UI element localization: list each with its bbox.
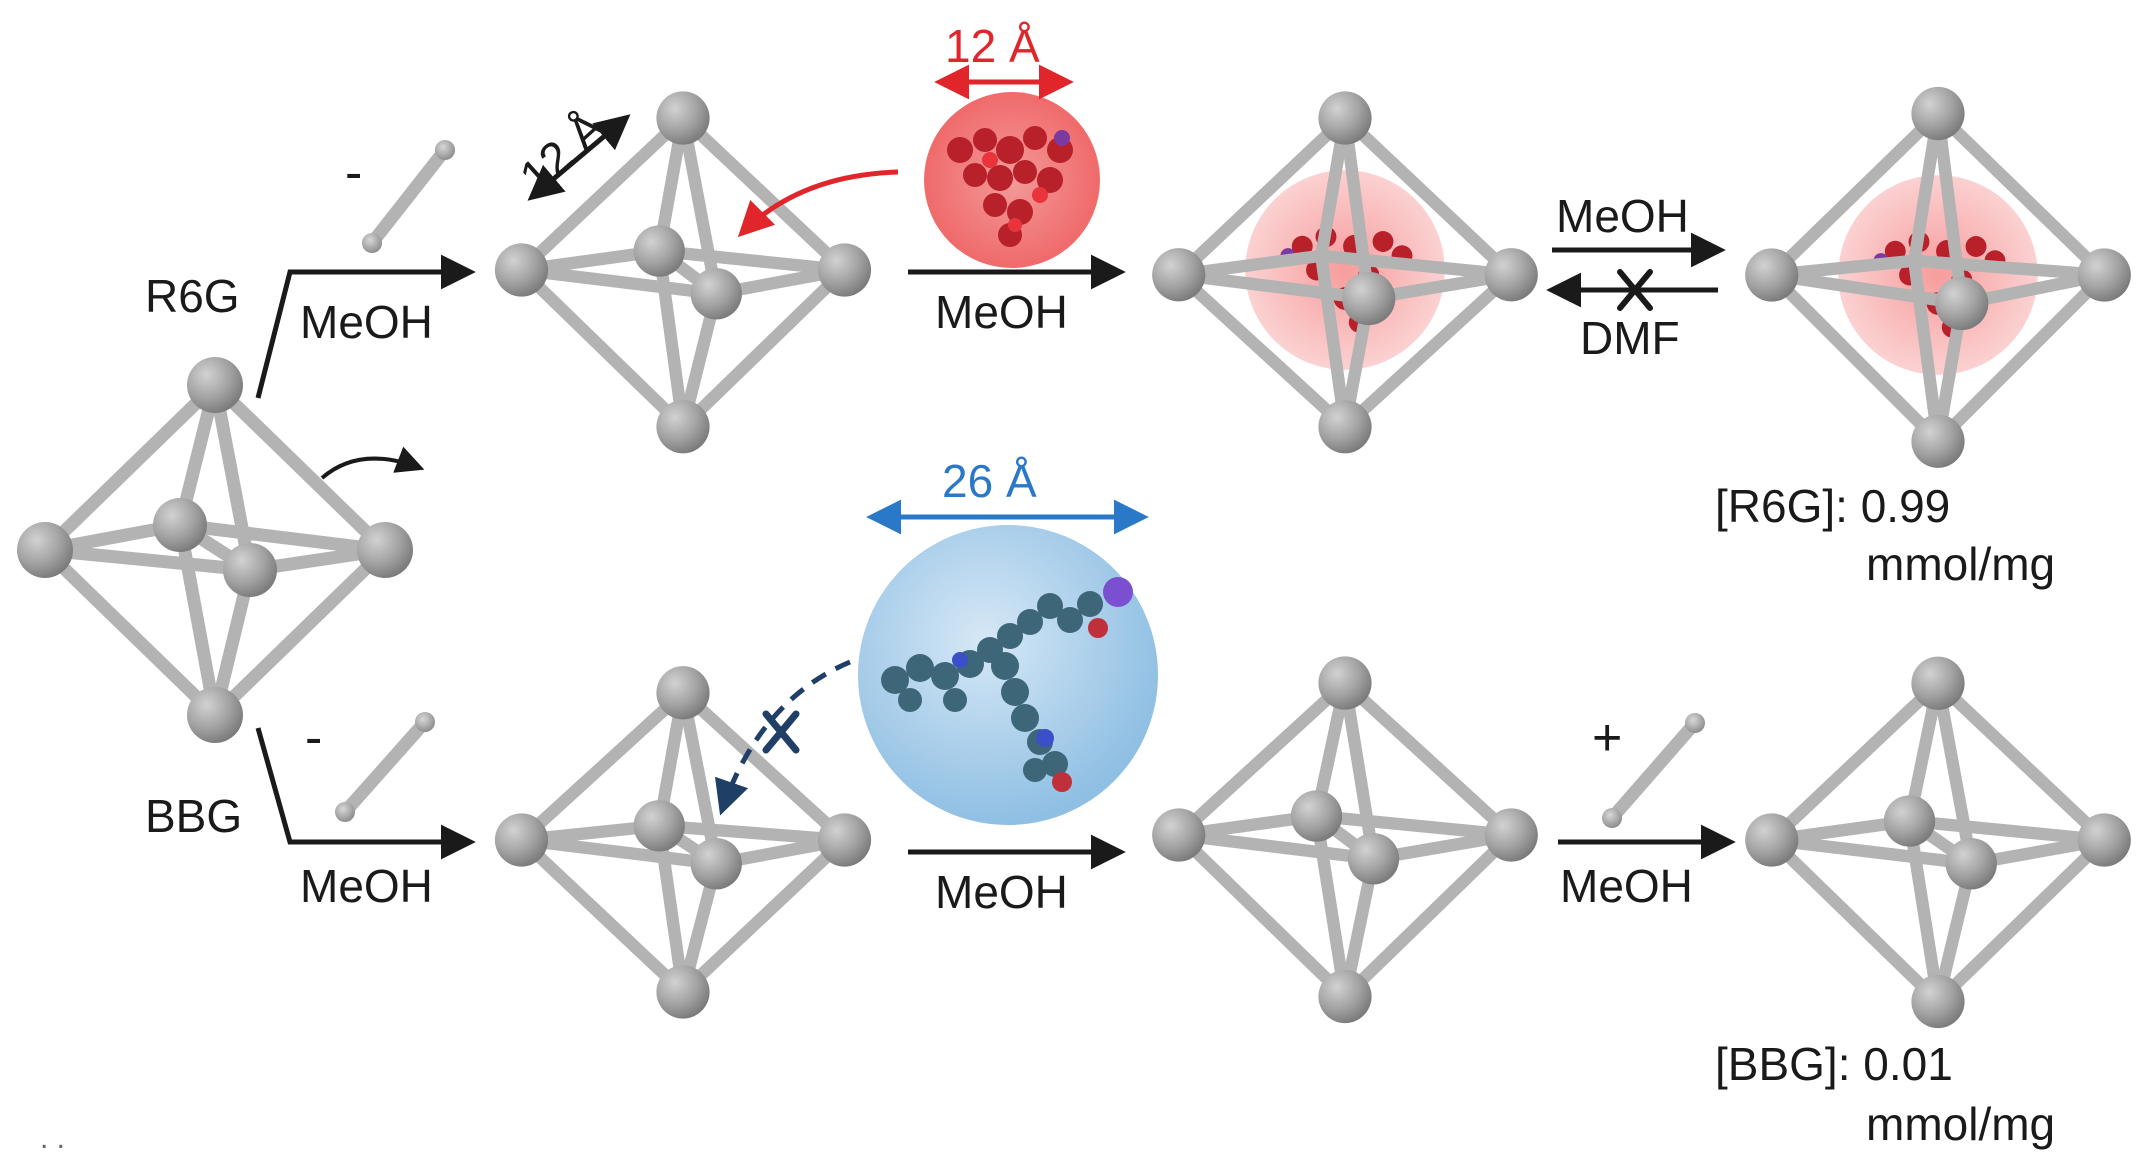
- label-r6g-unit: mmol/mg: [1866, 538, 2055, 590]
- octahedron-top-3: [1745, 86, 2131, 468]
- label-meoh-top-arrow: MeOH: [935, 286, 1068, 338]
- rotation-arrow: [320, 446, 425, 480]
- bbg-molecule-sphere: [858, 525, 1158, 825]
- size-arrow-black: [527, 114, 631, 201]
- bbg-blocked-cross: [762, 710, 800, 754]
- label-meoh-bottom-branch: MeOH: [300, 860, 433, 912]
- label-r6g: R6G: [145, 270, 240, 322]
- label-meoh-readd: MeOH: [1560, 860, 1693, 912]
- label-size-12-black: 12 Å: [510, 100, 615, 202]
- octahedron-bottom-3: [1745, 656, 2131, 1029]
- linker-rod-readd: [1602, 713, 1705, 828]
- label-size-12-red: 12 Å: [945, 20, 1040, 72]
- label-dmf: DMF: [1580, 312, 1680, 364]
- octahedron-bottom-1: [494, 666, 872, 1019]
- branch-arrow-r6g: [255, 254, 476, 399]
- r6g-molecule-sphere: [924, 92, 1100, 268]
- encapsulated-r6g-glow-final: [1838, 175, 2038, 375]
- label-meoh-forward: MeOH: [1556, 190, 1689, 242]
- label-meoh-top-branch: MeOH: [300, 296, 433, 348]
- label-size-26-blue: 26 Å: [942, 455, 1037, 507]
- label-minus-bottom: -: [305, 709, 322, 767]
- label-dots: . .: [40, 1122, 65, 1155]
- label-bbg: BBG: [145, 790, 242, 842]
- label-minus-top: -: [345, 144, 362, 202]
- octahedron-bottom-2: [1152, 656, 1538, 1024]
- branch-arrow-bbg: [255, 727, 476, 860]
- blocked-reverse-cross: [1617, 269, 1653, 311]
- octahedron-top-1: [494, 91, 872, 454]
- encapsulated-r6g-glow: [1245, 170, 1445, 370]
- label-plus: +: [1592, 709, 1622, 767]
- octahedron-start: [17, 357, 413, 743]
- label-bbg-loading: [BBG]: 0.01: [1715, 1038, 1953, 1090]
- linker-rod-bottom: [335, 712, 435, 822]
- octahedron-top-2: [1152, 91, 1538, 454]
- label-meoh-bottom-arrow: MeOH: [935, 866, 1068, 918]
- label-bbg-unit: mmol/mg: [1866, 1098, 2055, 1150]
- r6g-entry-arrow: [737, 169, 899, 238]
- linker-rod-top: [362, 140, 455, 253]
- label-r6g-loading: [R6G]: 0.99: [1715, 480, 1950, 532]
